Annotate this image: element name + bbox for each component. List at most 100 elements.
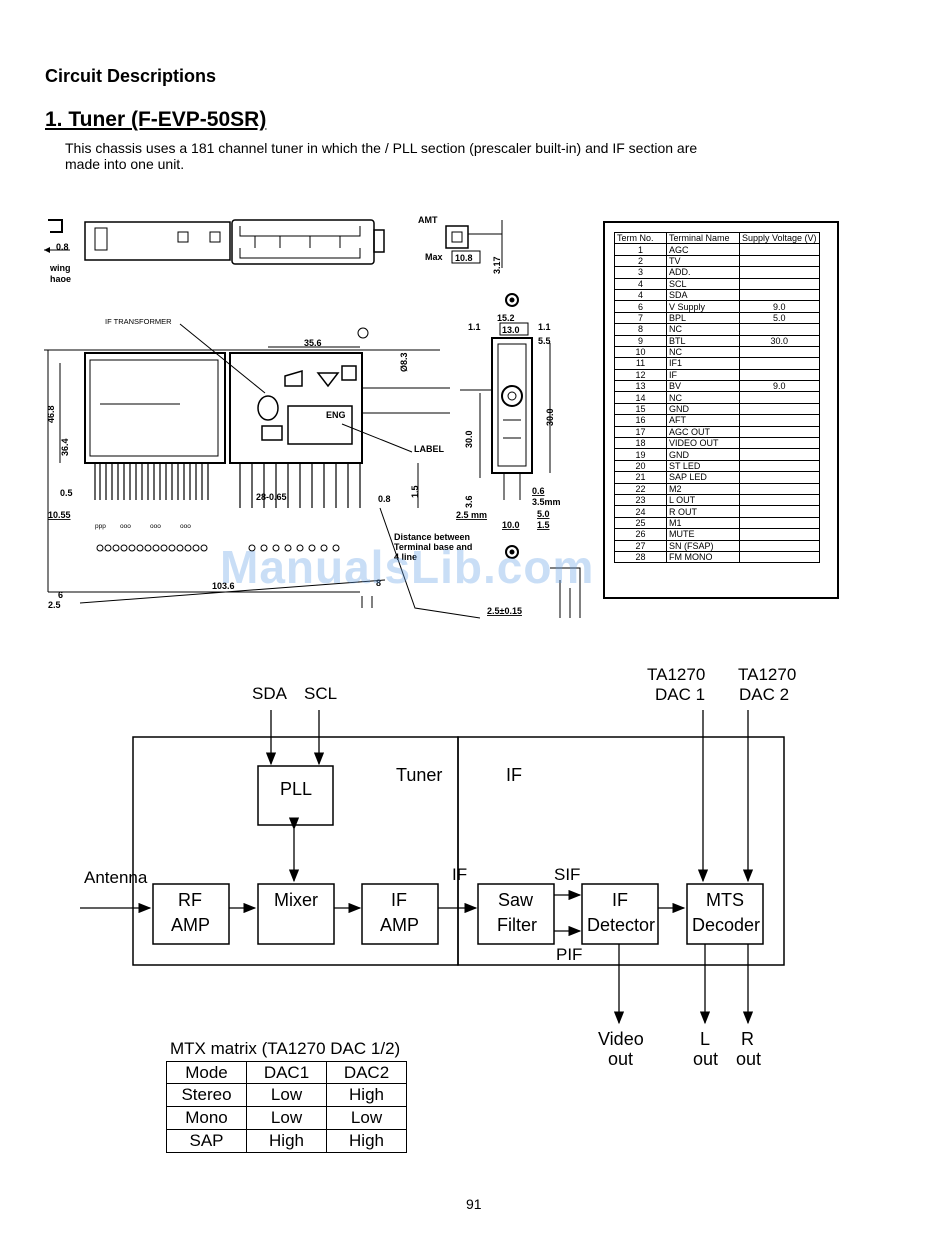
terminal-cell: IF1: [666, 357, 740, 370]
terminal-cell: TV: [666, 254, 740, 268]
terminal-cell: [739, 345, 820, 359]
terminal-cell: 4: [614, 277, 667, 290]
dim-356: 35.6: [304, 338, 322, 348]
distance-label-2: Terminal base and: [394, 542, 472, 552]
dim-25015: 2.5±0.15: [487, 606, 522, 616]
terminal-cell: GND: [666, 448, 740, 461]
intro-paragraph: This chassis uses a 181 channel tuner in…: [65, 140, 698, 172]
mtx-cell: Low: [246, 1106, 327, 1130]
svg-text:ooo: ooo: [180, 523, 191, 530]
if-amp-line1: IF: [391, 890, 407, 910]
eng-label: ENG: [326, 410, 346, 420]
distance-label-1: Distance between: [394, 532, 470, 542]
terminal-cell: [739, 539, 820, 552]
terminal-cell: 9: [614, 334, 667, 347]
terminal-cell: 13: [614, 380, 667, 393]
l-out-line1: L: [700, 1029, 710, 1049]
dim-08a: 0.8: [56, 242, 69, 252]
terminal-cell: BPL: [666, 311, 740, 325]
terminal-cell: [739, 266, 820, 279]
terminal-cell: 22: [614, 482, 667, 496]
mtx-cell: Stereo: [166, 1083, 247, 1107]
dim-1036: 103.6: [212, 581, 235, 591]
scl-label: SCL: [304, 684, 337, 703]
terminal-cell: [739, 505, 820, 518]
terminal-cell: AFT: [666, 414, 740, 427]
dim-11b: 1.1: [538, 322, 551, 332]
terminal-cell: [739, 391, 820, 404]
terminal-cell: NC: [666, 391, 740, 404]
terminal-cell: [739, 459, 820, 473]
dim-6: 6: [58, 590, 63, 600]
page-number: 91: [466, 1196, 482, 1212]
mts-decoder-line2: Decoder: [692, 915, 760, 935]
sif-label: SIF: [554, 865, 580, 884]
dim-364: 36.4: [60, 438, 70, 456]
terminal-cell: NC: [666, 345, 740, 359]
terminal-cell: 9.0: [739, 300, 820, 313]
label-text: LABEL: [414, 444, 444, 454]
terminal-cell: IF: [666, 368, 740, 382]
mtx-cell: High: [326, 1129, 407, 1153]
terminal-cell: [739, 402, 820, 416]
terminal-cell: 26: [614, 528, 667, 541]
terminal-cell: FM MONO: [666, 550, 740, 564]
dim-317: 3.17: [492, 256, 502, 274]
terminal-table-box: Term No. Terminal Name Supply Voltage (V…: [603, 221, 839, 599]
terminal-cell: BV: [666, 380, 740, 393]
terminal-cell: [739, 437, 820, 450]
terminal-cell: [739, 482, 820, 496]
terminal-cell: [739, 493, 820, 507]
dim-11a: 1.1: [468, 322, 481, 332]
rf-amp-line1: RF: [178, 890, 202, 910]
dim-36: 3.6: [464, 495, 474, 508]
mts-decoder-line1: MTS: [706, 890, 744, 910]
dim-55: 5.5: [538, 336, 551, 346]
mtx-table: Mode DAC1 DAC2 Stereo Low High Mono Low …: [166, 1061, 407, 1153]
terminal-cell: BTL: [666, 334, 740, 347]
dim-15: 1.5: [410, 485, 420, 498]
terminal-cell: SDA: [666, 288, 740, 302]
terminal-cell: 16: [614, 414, 667, 427]
dim-152: 15.2: [497, 313, 515, 323]
dim-83: Ø8.3: [399, 352, 409, 372]
terminal-cell: [739, 277, 820, 290]
dim-300a: 30.0: [464, 430, 474, 448]
dim-468: 46.8: [46, 405, 56, 423]
terminal-cell: 20: [614, 459, 667, 473]
terminal-cell: 1: [614, 243, 667, 256]
r-out-line1: R: [741, 1029, 754, 1049]
video-out-line1: Video: [598, 1029, 644, 1049]
pif-label: PIF: [556, 945, 582, 964]
terminal-cell: ST LED: [666, 459, 740, 473]
if-transformer-label: IF TRANSFORMER: [105, 317, 172, 326]
max-label: Max: [425, 252, 443, 262]
dim-28: 28-0.65: [256, 492, 287, 502]
video-out-line2: out: [608, 1049, 633, 1069]
terminal-cell: 4: [614, 288, 667, 302]
terminal-cell: 8: [614, 323, 667, 336]
terminal-cell: [739, 357, 820, 370]
terminal-cell: [739, 425, 820, 439]
terminal-header: Terminal Name: [666, 231, 740, 245]
terminal-cell: 6: [614, 300, 667, 313]
terminal-cell: [739, 516, 820, 530]
dim-1055: 10.55: [48, 510, 71, 520]
mtx-header: Mode: [166, 1061, 247, 1084]
terminal-cell: MUTE: [666, 528, 740, 541]
mtx-cell: High: [326, 1083, 407, 1107]
terminal-cell: L OUT: [666, 493, 740, 507]
terminal-cell: 14: [614, 391, 667, 404]
